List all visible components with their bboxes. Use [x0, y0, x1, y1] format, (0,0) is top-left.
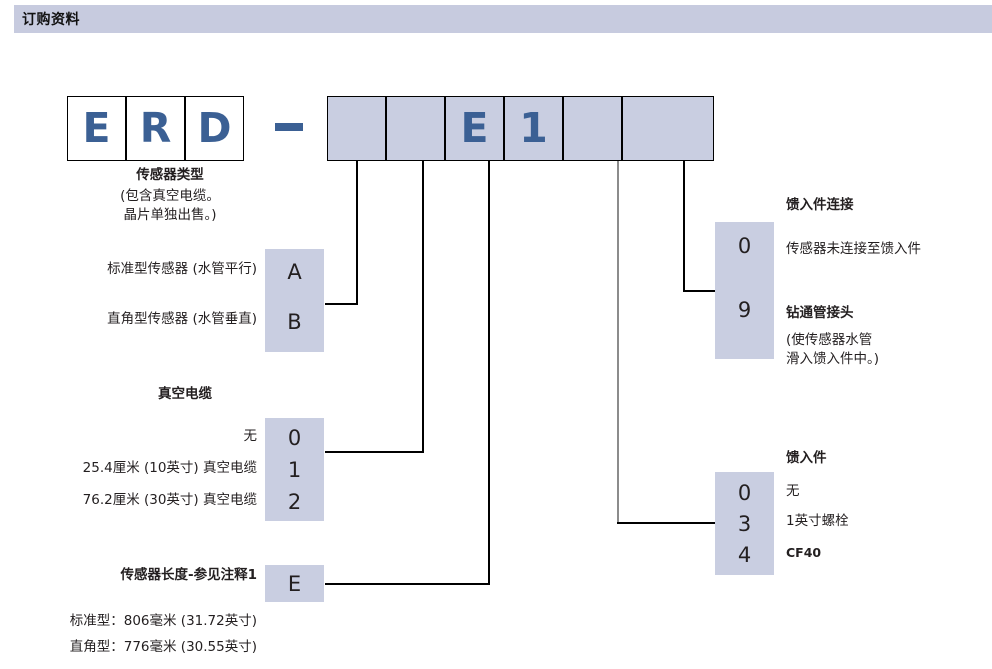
sensor-type-note-line1: (包含真空电缆。	[120, 188, 220, 204]
vacuum-cable-option-label-1: 25.4厘米 (10英寸) 真空电缆	[82, 460, 257, 476]
connector-sensor-length-horizontal	[325, 583, 490, 585]
feedthrough-option-label-4: CF40	[786, 545, 822, 560]
sensor-length-code-box: E	[265, 565, 324, 602]
code-cell-4	[327, 96, 386, 161]
connector-vacuum-cable-horizontal	[325, 451, 424, 453]
sensor-length-code-E: E	[287, 572, 302, 596]
code-cell-6: E	[445, 96, 504, 161]
connector-feedthrough-connection-horizontal	[683, 290, 716, 292]
connector-vacuum-cable-vertical	[422, 161, 424, 453]
feedthrough-connection-option-label-0: 传感器未连接至馈入件	[786, 241, 921, 257]
connector-feedthrough-vertical	[617, 161, 619, 524]
sensor-type-note-line2: 晶片单独出售。)	[123, 207, 217, 223]
vacuum-cable-code-box: 0 1 2	[265, 418, 324, 521]
code-separator-dash	[275, 123, 303, 131]
feedthrough-code-4: 4	[737, 543, 752, 567]
code-cell-5	[386, 96, 445, 161]
code-cell-3: D	[185, 96, 244, 161]
sensor-length-title: 传感器长度-参见注释1	[120, 567, 258, 583]
vacuum-cable-code-0: 0	[287, 426, 302, 450]
code-cell-8	[563, 96, 622, 161]
code-cell-1: E	[67, 96, 126, 161]
sensor-type-code-box: A B	[265, 249, 324, 352]
connector-feedthrough-horizontal	[617, 522, 715, 524]
connector-sensor-length-vertical	[488, 161, 490, 584]
feedthrough-code-0: 0	[737, 481, 752, 505]
feedthrough-connection-note-line1: (使传感器水管	[786, 332, 873, 348]
sensor-type-code-A: A	[287, 260, 302, 284]
vacuum-cable-code-1: 1	[287, 458, 302, 482]
section-header-bar	[14, 5, 992, 33]
page-title: 订购资料	[22, 12, 80, 28]
feedthrough-connection-code-0: 0	[737, 234, 752, 258]
connector-sensor-type-horizontal	[325, 303, 358, 305]
feedthrough-option-label-0: 无	[786, 483, 800, 499]
feedthrough-connection-code-9: 9	[737, 298, 752, 322]
feedthrough-code-3: 3	[737, 512, 752, 536]
vacuum-cable-option-label-0: 无	[243, 428, 258, 444]
feedthrough-code-box: 0 3 4	[715, 472, 774, 575]
feedthrough-title: 馈入件	[786, 450, 827, 466]
code-cell-7: 1	[504, 96, 563, 161]
sensor-type-code-B: B	[287, 310, 302, 334]
vacuum-cable-title: 真空电缆	[158, 386, 212, 402]
code-cell-2: R	[126, 96, 185, 161]
feedthrough-connection-option-label-9: 钻通管接头	[786, 305, 854, 321]
connector-feedthrough-connection-vertical	[683, 161, 685, 291]
sensor-type-option-label-B: 直角型传感器 (水管垂直)	[107, 311, 257, 327]
sensor-type-title: 传感器类型	[136, 167, 204, 183]
feedthrough-option-label-3: 1英寸螺栓	[786, 513, 849, 529]
connector-sensor-type-vertical	[356, 161, 358, 304]
code-cell-9	[622, 96, 714, 161]
sensor-length-detail-rightangle: 直角型：776毫米 (30.55英寸)	[69, 639, 257, 655]
feedthrough-connection-note-line2: 滑入馈入件中。)	[786, 351, 880, 367]
sensor-type-option-label-A: 标准型传感器 (水管平行)	[107, 261, 257, 277]
vacuum-cable-code-2: 2	[287, 490, 302, 514]
sensor-length-detail-standard: 标准型：806毫米 (31.72英寸)	[69, 613, 257, 629]
feedthrough-connection-code-box: 0 9	[715, 222, 774, 359]
feedthrough-connection-title: 馈入件连接	[786, 197, 854, 213]
vacuum-cable-option-label-2: 76.2厘米 (30英寸) 真空电缆	[82, 492, 257, 508]
